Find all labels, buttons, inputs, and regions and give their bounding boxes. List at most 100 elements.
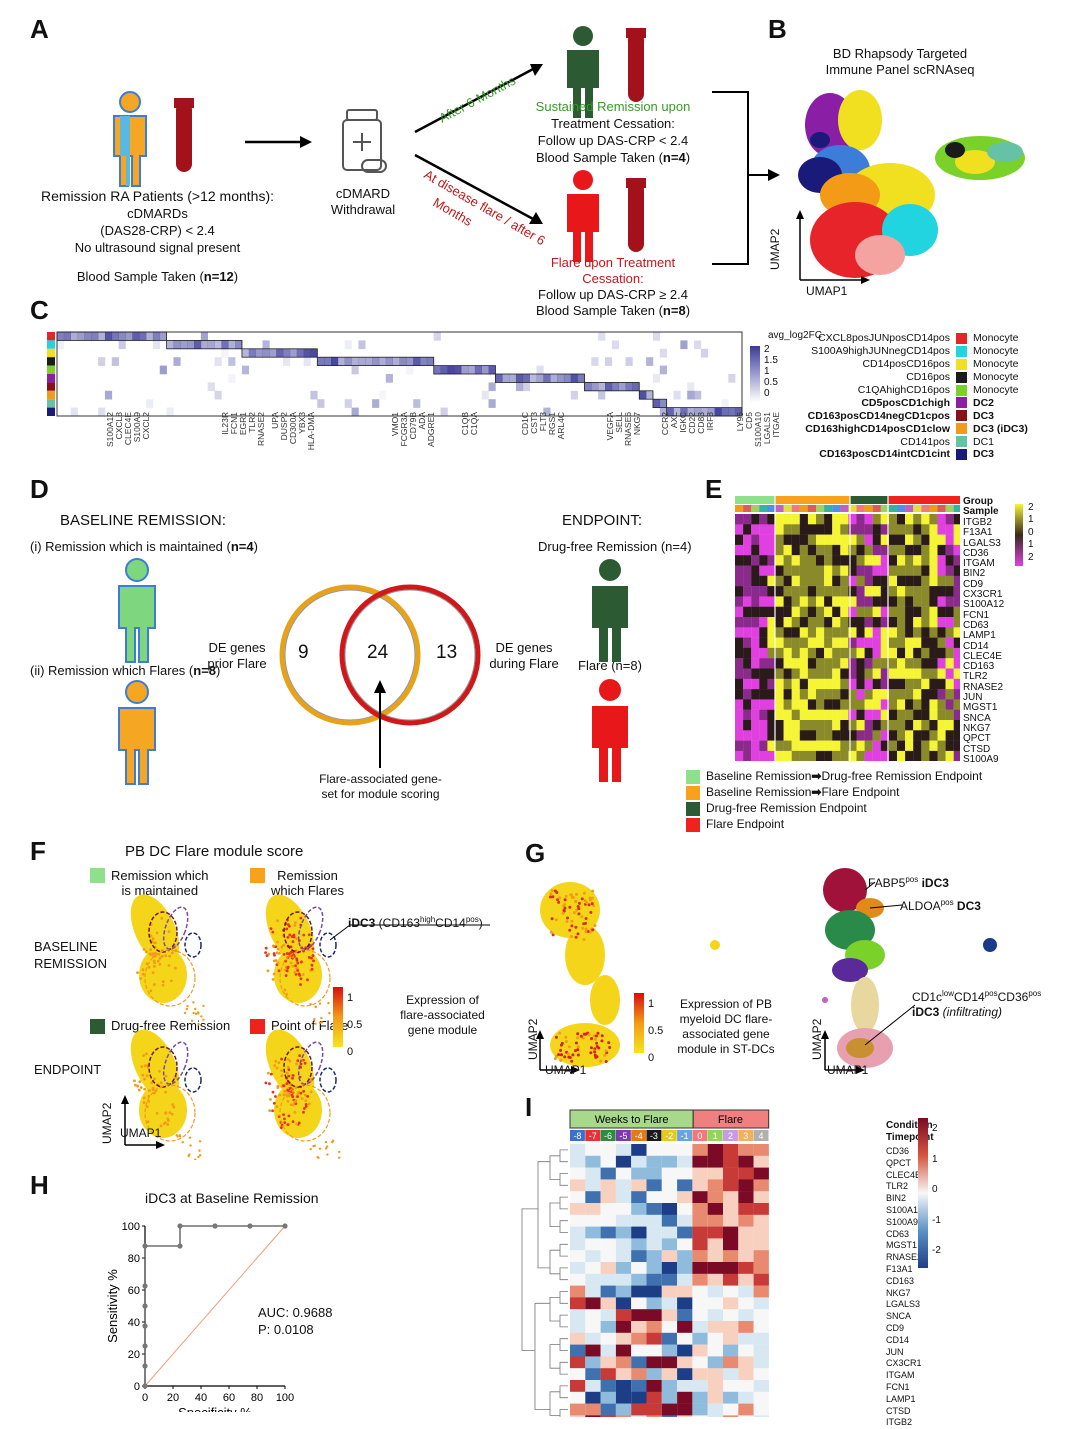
gene-label: CTSD (963, 743, 991, 755)
timepoint-label: -4 (635, 1131, 643, 1141)
heatmap-cell (735, 596, 744, 607)
heatmap-cell (723, 1380, 739, 1392)
heatmap-cell (759, 678, 768, 690)
heatmap-cell (913, 678, 922, 690)
heatmap-cell (707, 1297, 723, 1310)
heatmap-cell (905, 668, 914, 679)
heatmap-cell (615, 1214, 632, 1227)
heatmap-cell (799, 544, 808, 556)
heatmap-cell (848, 637, 857, 649)
blood-tube-icon-3 (626, 178, 646, 252)
heatmap-cell (767, 699, 776, 710)
heatmap-cell (783, 555, 792, 566)
heatmap-cell (824, 658, 833, 669)
sample-bar (953, 505, 960, 512)
heatmap-cell (856, 689, 865, 700)
block-outline (56, 331, 167, 341)
heatmap-cell (848, 534, 857, 546)
heatmap-cell (945, 750, 954, 761)
heatmap-cell (767, 647, 776, 659)
heatmap-cell (738, 1167, 754, 1180)
heatmap-cell (700, 348, 709, 358)
heatmap-cell (767, 606, 776, 618)
heatmap-cell (631, 1403, 647, 1416)
timepoint-bar (631, 1130, 647, 1141)
heatmap-cell (832, 565, 841, 576)
heatmap-cell (692, 1262, 708, 1274)
heatmap-cell (921, 699, 930, 710)
heatmap-cell (659, 407, 667, 417)
heatmap-cell (687, 407, 695, 417)
gene-label: CD14 (886, 1334, 910, 1345)
gene-label: ITGAM (963, 558, 995, 570)
d-flares: (ii) Remission which Flares (n=8) (30, 663, 221, 678)
heatmap-cell (536, 374, 544, 383)
heatmap-cell (753, 1203, 769, 1215)
heatmap-cell (707, 1226, 723, 1239)
heatmap-cell (921, 514, 930, 525)
heatmap-cell (753, 1226, 769, 1239)
heatmap-cell (945, 740, 954, 752)
block-outline (316, 356, 435, 367)
heatmap-cell (759, 709, 768, 721)
heatmap-cell (91, 332, 99, 341)
panel-label-c: C (30, 295, 49, 325)
heatmap-cell (897, 699, 906, 710)
heatmap-cell (929, 658, 938, 669)
heatmap-cell (743, 678, 752, 690)
heatmap-cell (953, 524, 960, 535)
heatmap-cell (864, 740, 873, 752)
heatmap-cell (570, 1391, 586, 1404)
heatmap-cell (791, 514, 800, 525)
heatmap-cell (864, 606, 873, 618)
x-tick-label: 80 (251, 1392, 263, 1404)
panel-g-umaps (536, 868, 997, 1074)
heatmap-cell (913, 544, 922, 556)
heatmap-cell (759, 514, 768, 525)
heatmap-cell (783, 524, 792, 535)
heatmap-cell (767, 617, 776, 628)
heatmap-cell (807, 575, 817, 587)
timepoint-label: -2 (665, 1131, 673, 1141)
heatmap-cell (767, 627, 776, 638)
heatmap-cell (738, 1203, 754, 1215)
panel-f-umaps (121, 894, 490, 1160)
heatmap-cell (631, 1203, 647, 1215)
heatmap-cell (824, 617, 833, 628)
heatmap-cell (767, 544, 776, 556)
heatmap-cell (536, 365, 544, 375)
heatmap-cell (454, 365, 462, 375)
heatmap-cell (743, 514, 752, 525)
heatmap-cell (743, 555, 752, 566)
heatmap-cell (751, 555, 760, 566)
heatmap-cell (378, 357, 387, 366)
heatmap-cell (723, 1391, 739, 1404)
heatmap-cell (646, 1391, 662, 1404)
heatmap-cell (661, 1356, 678, 1369)
heatmap-cell (848, 586, 857, 597)
heatmap-cell (385, 357, 393, 366)
heatmap-cell (759, 699, 768, 710)
heatmap-cell (632, 382, 640, 392)
heatmap-cell (929, 627, 938, 638)
heatmap-cell (807, 720, 817, 731)
heatmap-cell (98, 332, 106, 341)
heatmap-cell (310, 390, 318, 400)
heatmap-cell (880, 544, 889, 556)
heatmap-cell (799, 689, 808, 700)
heatmap-cell (783, 647, 792, 659)
heatmap-cell (759, 565, 768, 576)
e-legend-row: Baseline Remission➡Flare Endpoint (686, 784, 982, 800)
heatmap-cell (905, 606, 914, 618)
heatmap-cell (707, 407, 715, 417)
dendrogram (521, 1149, 568, 1417)
heatmap-cell (767, 596, 776, 607)
f-endpoint-label: ENDPOINT (34, 1062, 102, 1077)
heatmap-cell (816, 586, 825, 597)
sample-bar (735, 505, 744, 512)
heatmap-cell (687, 382, 695, 392)
heatmap-cell (751, 606, 760, 618)
heatmap-cell (913, 637, 922, 649)
